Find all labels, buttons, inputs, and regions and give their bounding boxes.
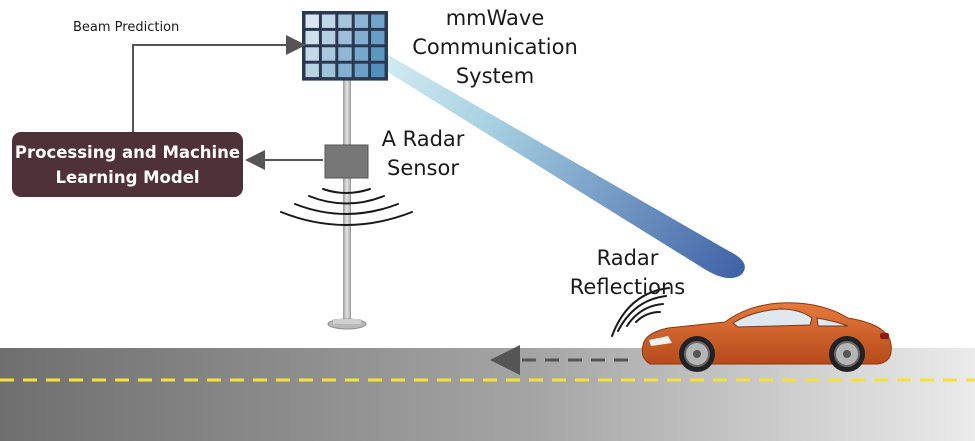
antenna-element: [354, 14, 369, 28]
beam-prediction-arrow: [132, 35, 306, 132]
reflection-waves-icon: [611, 287, 670, 337]
antenna-element: [321, 14, 336, 28]
mmwave-system-label: mmWave Communication System: [405, 4, 585, 91]
antenna-element: [321, 63, 336, 78]
antenna-element: [305, 47, 319, 61]
ml-model-box: Processing and Machine Learning Model: [12, 132, 243, 197]
mmwave-beam: [349, 33, 745, 279]
antenna-element: [354, 30, 369, 45]
antenna-element: [305, 63, 319, 78]
radar-sensor-icon: [324, 144, 369, 179]
radar-waves-icon: [280, 188, 413, 226]
ml-box-line2: Learning Model: [55, 167, 200, 187]
antenna-element: [338, 63, 352, 78]
antenna-element: [338, 14, 352, 28]
antenna-element: [354, 63, 369, 78]
radar-label-line1: A Radar: [381, 127, 465, 151]
radar-reflections-label: Radar Reflections: [565, 244, 690, 302]
antenna-pole: [327, 80, 367, 330]
antenna-element: [305, 14, 319, 28]
antenna-element: [338, 47, 352, 61]
mmwave-label-line1: mmWave: [445, 6, 545, 30]
ml-box-line1: Processing and Machine: [14, 142, 241, 162]
mmwave-label-line2: Communication: [412, 35, 578, 59]
antenna-element: [321, 30, 336, 45]
antenna-element: [371, 63, 385, 78]
mmwave-label-line3: System: [455, 64, 535, 88]
antenna-element: [338, 30, 352, 45]
car-icon: [641, 302, 892, 372]
beam-prediction-label: Beam Prediction: [73, 20, 180, 35]
antenna-element: [354, 47, 369, 61]
radar-label-line2: Sensor: [387, 156, 459, 180]
antenna-element: [371, 14, 385, 28]
radar-sensor-label: A Radar Sensor: [368, 125, 478, 183]
antenna-array-icon: [302, 11, 388, 81]
antenna-element: [371, 47, 385, 61]
reflections-label-line1: Radar: [596, 246, 659, 270]
antenna-element: [371, 30, 385, 45]
reflections-label-line2: Reflections: [569, 275, 686, 299]
antenna-element: [321, 47, 336, 61]
antenna-element: [305, 30, 319, 45]
